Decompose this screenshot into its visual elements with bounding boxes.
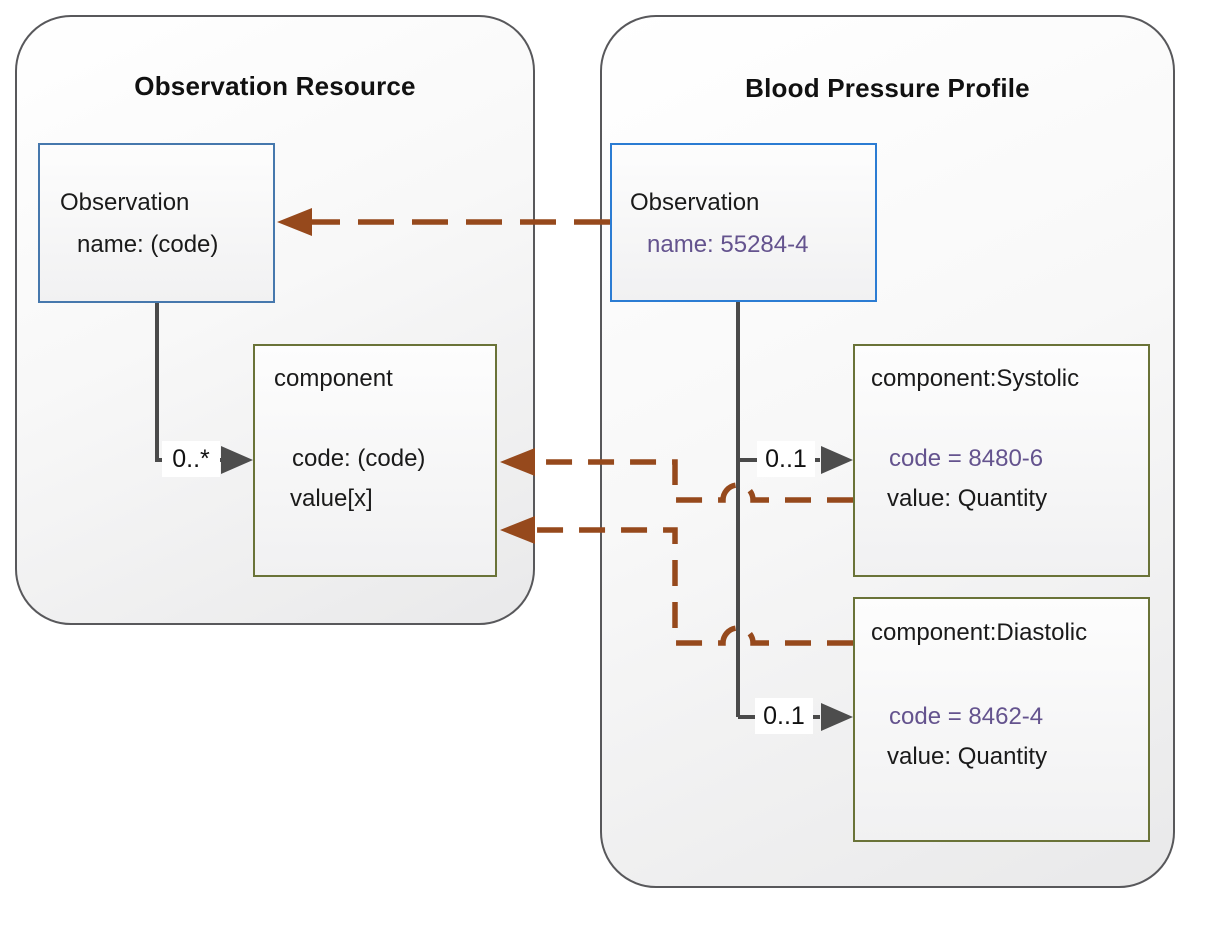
observation-resource-title: Observation Resource	[134, 71, 416, 101]
left-observation-box: Observation name: (code)	[38, 143, 275, 303]
right-observation-box: Observation name: 55284-4	[610, 143, 877, 302]
right-observation-attr: name: 55284-4	[647, 231, 809, 258]
diastolic-attr-value: value: Quantity	[887, 743, 1048, 770]
systolic-title: component:Systolic	[871, 365, 1080, 392]
systolic-box: component:Systolic code = 8480-6 value: …	[853, 344, 1150, 577]
diastolic-attr-code: code = 8462-4	[889, 703, 1044, 730]
blood-pressure-profile-title: Blood Pressure Profile	[745, 73, 1030, 103]
systolic-attr-code: code = 8480-6	[889, 445, 1044, 472]
component-attr-value: value[x]	[290, 485, 373, 512]
multiplicity-label-component: 0..*	[162, 441, 220, 477]
right-observation-name: Observation	[630, 189, 760, 216]
left-observation-attr: name: (code)	[77, 231, 219, 258]
component-attr-code: code: (code)	[292, 445, 426, 472]
diastolic-title: component:Diastolic	[871, 619, 1088, 646]
component-title: component	[274, 365, 393, 392]
left-observation-name: Observation	[60, 189, 190, 216]
component-box: component code: (code) value[x]	[253, 344, 497, 577]
multiplicity-label-systolic: 0..1	[757, 441, 815, 477]
multiplicity-label-diastolic: 0..1	[755, 698, 813, 734]
diastolic-box: component:Diastolic code = 8462-4 value:…	[853, 597, 1150, 842]
systolic-attr-value: value: Quantity	[887, 485, 1048, 512]
